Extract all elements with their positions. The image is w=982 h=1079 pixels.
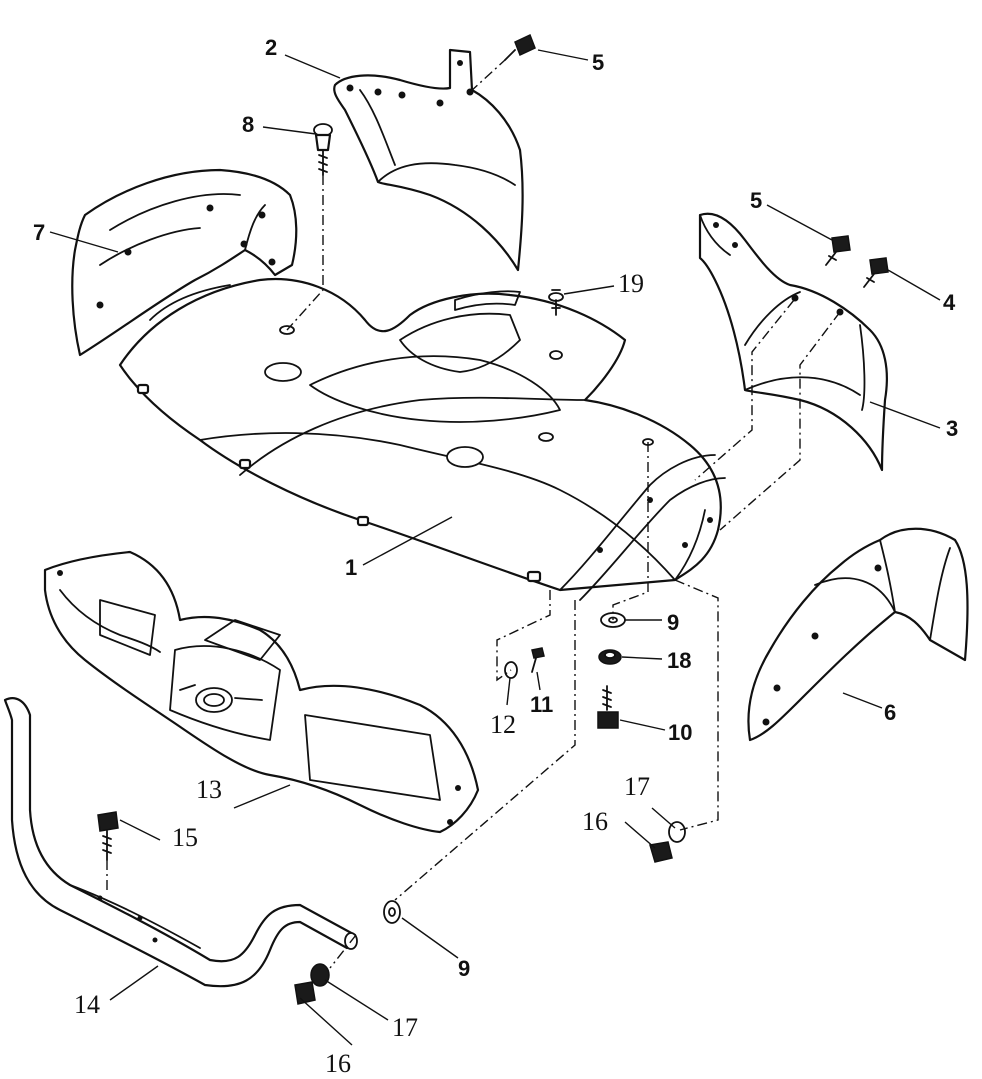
nut-16-lower [294, 981, 316, 1005]
callout-17-right: 17 [624, 772, 650, 801]
callout-17-lower: 17 [392, 1013, 418, 1042]
front-fender-main [118, 278, 726, 601]
nut-16-right [649, 841, 673, 863]
callout-16-right: 16 [582, 807, 608, 836]
grommet-18 [598, 649, 622, 665]
callout-12: 12 [490, 710, 516, 739]
screw-11 [531, 647, 545, 673]
callout-7: 7 [33, 220, 45, 245]
bolt-4 [863, 257, 889, 288]
right-side-shroud [698, 212, 888, 472]
callout-4: 4 [943, 290, 956, 315]
callout-6: 6 [884, 700, 896, 725]
leader-lines [49, 49, 941, 1046]
callout-14: 14 [74, 990, 100, 1019]
callout-11: 11 [530, 692, 553, 717]
bolt-15 [97, 811, 119, 861]
callout-13: 13 [196, 775, 222, 804]
clip-19 [548, 289, 564, 316]
bolt-10 [597, 685, 619, 729]
callout-19: 19 [618, 269, 644, 298]
callout-18: 18 [667, 648, 691, 673]
callout-15: 15 [172, 823, 198, 852]
callout-5-top: 5 [592, 50, 604, 75]
callout-3: 3 [946, 416, 958, 441]
left-fender-flare [71, 168, 298, 357]
callout-1: 1 [345, 555, 357, 580]
screw-8 [313, 123, 333, 176]
callout-16-lower: 16 [325, 1049, 351, 1078]
callout-5-right: 5 [750, 188, 762, 213]
callout-10: 10 [668, 720, 692, 745]
callout-8: 8 [242, 112, 254, 137]
front-grille-panel [43, 550, 480, 834]
callout-9-lower: 9 [458, 956, 470, 981]
callout-9-upper: 9 [667, 610, 679, 635]
washer-17-lower [310, 963, 330, 987]
callout-labels: 2 5 8 7 5 19 4 3 1 9 18 11 12 10 6 13 17… [33, 35, 958, 1078]
assembly-centerlines [106, 59, 841, 969]
right-fender-flare [747, 527, 969, 742]
washer-9-lower [383, 900, 401, 924]
bolt-5-upper [504, 33, 536, 61]
bolt-5-right [825, 235, 851, 266]
front-bumper-bar [3, 697, 358, 988]
upper-shroud [333, 48, 524, 272]
callout-2: 2 [265, 35, 277, 60]
